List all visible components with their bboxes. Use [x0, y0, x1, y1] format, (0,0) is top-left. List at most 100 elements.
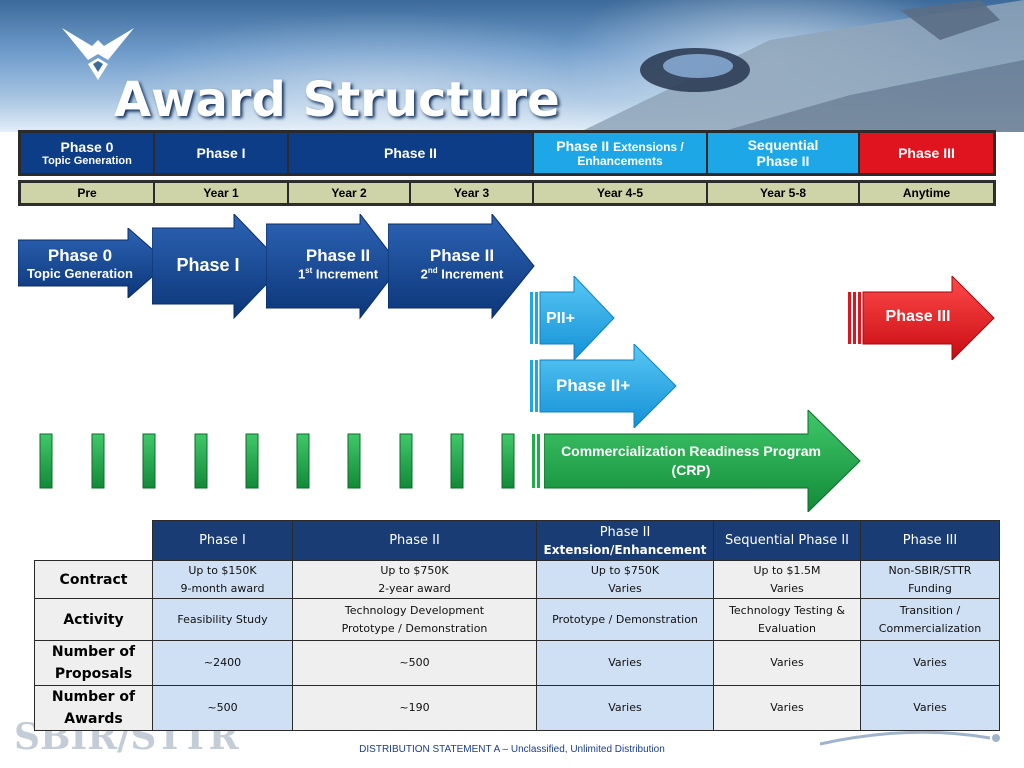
phase-2-inc2-main: Phase II — [429, 246, 495, 265]
header-seq-main: Sequential — [747, 137, 819, 153]
year-1: Year 1 — [154, 182, 288, 204]
crp-arrow — [544, 410, 861, 512]
table-row: Activity Feasibility Study Technology De… — [34, 598, 1000, 641]
cell-line: Varies — [770, 581, 804, 595]
inc2-number: 2 — [420, 266, 428, 282]
header-phase-0-label: Phase 0 — [60, 139, 114, 155]
table-cell: Feasibility Study — [152, 598, 293, 641]
inc2-suffix: nd — [427, 266, 438, 275]
phase-2-increment-1-label: Phase II 1st Increment — [272, 246, 404, 281]
swoosh-icon — [820, 730, 1000, 746]
cell-line: Technology Testing & — [729, 603, 845, 617]
phase-2-increment-2-label: Phase II 2nd Increment — [396, 246, 528, 281]
phase-0-arrow — [18, 228, 169, 298]
row-label-activity: Activity — [34, 598, 153, 641]
col-header-ext-line1: Phase II — [599, 524, 651, 540]
page-title: Award Structure — [114, 72, 560, 128]
pii-plus-label: PII+ — [546, 310, 575, 327]
inc2-rest: Increment — [437, 266, 504, 282]
cell-line: Funding — [908, 581, 952, 595]
header-ext-sub: Enhancements — [577, 154, 663, 168]
table-cell: Technology Testing & Evaluation — [713, 598, 861, 641]
table-cell: Varies — [536, 685, 714, 731]
cell-line: Non-SBIR/STTR — [888, 563, 972, 577]
crp-tick — [245, 433, 259, 489]
cell-line: Up to $1.5M — [753, 563, 821, 577]
row-label-line: Proposals — [54, 666, 133, 682]
crp-tick — [501, 433, 515, 489]
cell-line: Up to $750K — [380, 563, 449, 577]
table-cell: ~2400 — [152, 640, 293, 686]
cell-line: Transition / — [899, 603, 961, 617]
header-banner — [0, 0, 1024, 132]
header-phase-1-label: Phase I — [196, 145, 246, 161]
inc1-rest: Increment — [312, 266, 379, 282]
col-header-ext-line2: Extension/Enhancement — [543, 542, 707, 557]
crp-arrow-label: Commercialization Readiness Program (CRP… — [561, 443, 821, 478]
table-cell: Varies — [860, 640, 1000, 686]
inc1-suffix: st — [305, 266, 313, 275]
row-label-line: Awards — [64, 711, 123, 727]
row-label-awards: Number of Awards — [34, 685, 153, 731]
year-pre: Pre — [20, 182, 154, 204]
col-header-phase-2: Phase II — [292, 520, 537, 561]
header-ext-main: Phase II — [556, 138, 610, 154]
phase-0-arrow-label: Phase 0 Topic Generation — [18, 246, 142, 281]
phase-2-inc1-main: Phase II — [305, 246, 371, 265]
cell-line: Evaluation — [757, 621, 817, 635]
header-phase-2-extensions: Phase II Extensions / Enhancements — [533, 132, 707, 174]
crp-tick — [142, 433, 156, 489]
table-cell: Varies — [713, 640, 861, 686]
pii-plus-arrow — [530, 276, 615, 360]
header-sequential-phase-2: Sequential Phase II — [707, 132, 859, 174]
header-phase-3-label: Phase III — [898, 145, 955, 161]
year-2: Year 2 — [288, 182, 410, 204]
jet-icon — [580, 0, 1024, 132]
header-phase-2-label: Phase II — [384, 145, 437, 161]
phase-2-plus-label: Phase II+ — [556, 376, 631, 395]
crp-tick — [450, 433, 464, 489]
table-cell: Varies — [860, 685, 1000, 731]
header-seq-sub: Phase II — [756, 153, 810, 169]
crp-tick — [39, 433, 53, 489]
year-5-8: Year 5-8 — [707, 182, 859, 204]
cell-line: 2-year award — [378, 581, 451, 595]
table-cell: ~500 — [292, 640, 537, 686]
banner-cloud — [120, 10, 640, 132]
table-corner — [34, 520, 153, 561]
phase-2-increment-1-arrow — [266, 214, 401, 320]
cell-line: Feasibility Study — [177, 612, 268, 626]
table-cell: Varies — [536, 640, 714, 686]
cell-line: Prototype / Demonstration — [552, 612, 698, 626]
crp-tick — [296, 433, 310, 489]
col-header-sequential: Sequential Phase II — [713, 520, 861, 561]
crp-tick — [91, 433, 105, 489]
header-phase-0-sub: Topic Generation — [42, 155, 132, 167]
row-label-contract: Contract — [34, 560, 153, 599]
col-header-phase-2-ext: Phase II Extension/Enhancement — [536, 520, 714, 561]
table-cell: Up to $1.5M Varies — [713, 560, 861, 599]
header-phase-2: Phase II — [288, 132, 533, 174]
table-cell: Varies — [713, 685, 861, 731]
crp-tick — [347, 433, 361, 489]
phase-3-arrow — [848, 276, 995, 360]
phase-0-arrow-sub: Topic Generation — [27, 266, 133, 281]
table-cell: ~190 — [292, 685, 537, 731]
year-4-5: Year 4-5 — [533, 182, 707, 204]
cell-line: 9-month award — [180, 581, 265, 595]
crp-timeline-ticks — [39, 433, 540, 489]
phase-0-arrow-main: Phase 0 — [47, 246, 113, 265]
row-label-line: Number of — [51, 689, 136, 705]
header-phase-1: Phase I — [154, 132, 288, 174]
phase-1-arrow-label: Phase I — [176, 255, 240, 275]
year-anytime: Anytime — [859, 182, 994, 204]
col-header-phase-1: Phase I — [152, 520, 293, 561]
cell-line: Technology Development — [344, 603, 485, 617]
phase-2-increment-2-arrow — [388, 214, 535, 320]
